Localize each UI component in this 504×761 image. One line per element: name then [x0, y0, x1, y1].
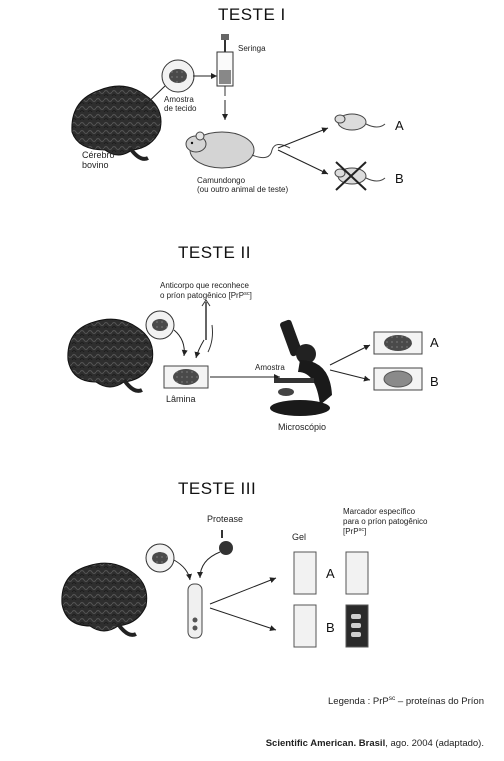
protease-to-tube-arrow	[197, 551, 221, 579]
antibody-label-sup: sc	[244, 291, 250, 297]
brain-label-line1: Cérebro	[82, 150, 115, 160]
arrow-to-slide-b	[329, 369, 371, 382]
gel-label: Gel	[292, 532, 306, 542]
source-rest: , ago. 2004 (adaptado).	[385, 738, 484, 749]
test1-result-a: A	[395, 118, 404, 133]
marker-label-line3: [PrPsc]	[343, 527, 366, 536]
brain-icon	[71, 85, 162, 161]
mouse-label-line2: (ou outro animal de teste)	[197, 185, 288, 194]
result-slide-a	[373, 331, 423, 355]
protease-bottle-icon	[219, 530, 233, 555]
antibody-label-end: ]	[250, 291, 252, 300]
tissue-sample-icon	[161, 59, 195, 93]
test1-title: TESTE I	[218, 5, 286, 24]
marker-label-line2: para o príon patogênico	[343, 517, 428, 526]
legend-text: proteínas do Príon	[405, 696, 484, 708]
gel-lane-a	[293, 551, 317, 595]
microscope-icon	[270, 319, 332, 416]
glass-slide-icon	[163, 365, 209, 389]
test2-title: TESTE II	[178, 243, 251, 262]
sample-label-line1: Amostra	[164, 95, 194, 104]
gel-lane-b	[293, 604, 317, 648]
sample-to-slide-arrow	[173, 329, 188, 357]
arrow-to-gel-b	[209, 607, 277, 631]
source-citation: Scientific American. Brasil, ago. 2004 (…	[266, 738, 484, 749]
tissue-sample-icon	[145, 543, 175, 573]
arrow-to-result-a	[277, 127, 329, 149]
healthy-mouse-icon	[334, 113, 386, 131]
legend-prefix: Legenda : PrP	[328, 696, 389, 708]
test3-result-a: A	[326, 566, 335, 581]
legend: Legenda : PrPsc – proteínas do Príon	[328, 695, 484, 707]
test3-title: TESTE III	[178, 479, 256, 498]
test2-result-b: B	[430, 374, 439, 389]
marker-label-end: ]	[364, 527, 366, 536]
tissue-sample-icon	[145, 310, 175, 340]
dead-mouse-icon	[334, 161, 386, 191]
test-tube-icon	[187, 583, 203, 639]
microscope-label: Microscópio	[278, 422, 326, 432]
sample-to-tube-arrow	[173, 559, 192, 581]
marker-label-line1: Marcador específico	[343, 507, 416, 516]
marker-label-sup: sc	[359, 527, 365, 533]
arrow-to-gel-a	[209, 577, 277, 605]
antibody-label-line2: o príon patogênico [PrPsc]	[160, 291, 252, 300]
result-slide-b	[373, 367, 423, 391]
slide-label: Lâmina	[166, 394, 196, 404]
test2-result-a: A	[430, 335, 439, 350]
antibody-label-text: o príon patogênico [PrP	[160, 291, 244, 300]
sample-pointer-line	[139, 85, 166, 111]
source-bold: Scientific American. Brasil	[265, 738, 386, 749]
arrow-to-result-b	[277, 149, 329, 175]
brain-icon	[67, 318, 154, 393]
marker-lane-b	[345, 604, 369, 648]
mouse-label-line1: Camundongo	[197, 176, 246, 185]
test3-result-b: B	[326, 620, 335, 635]
mouse-icon	[185, 131, 291, 169]
test1-result-b: B	[395, 171, 404, 186]
antibody-dropper-icon	[201, 299, 213, 353]
marker-lane-a	[345, 551, 369, 595]
sample-label-line2: de tecido	[164, 104, 197, 113]
marker-label-text: [PrP	[343, 527, 359, 536]
syringe-label: Seringa	[238, 44, 266, 53]
legend-dash: –	[395, 696, 406, 708]
sample-label-ii: Amostra	[255, 363, 285, 372]
antibody-to-slide-arrow	[194, 339, 205, 359]
brain-icon	[61, 562, 148, 637]
arrow-to-slide-a	[329, 344, 371, 366]
antibody-label-line1: Anticorpo que reconhece	[160, 281, 250, 290]
syringe-icon	[216, 34, 234, 96]
legend-sup: sc	[388, 695, 396, 702]
protease-label: Protease	[207, 514, 243, 524]
brain-label-line2: bovino	[82, 160, 109, 170]
